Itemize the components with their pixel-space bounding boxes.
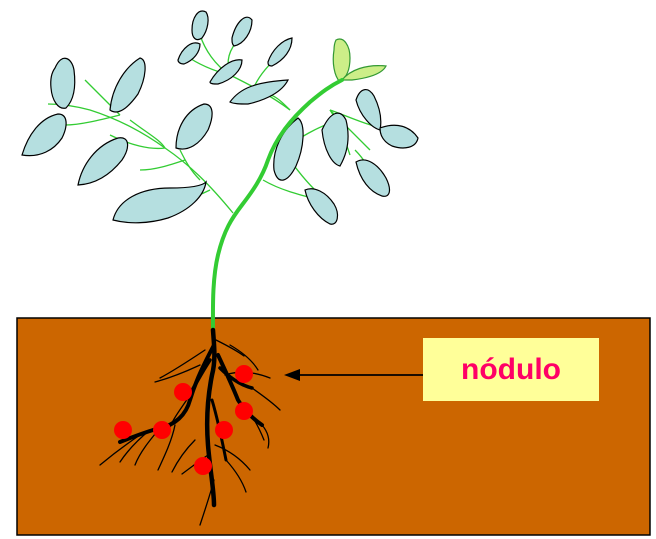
new-leaves xyxy=(333,39,386,82)
leaves xyxy=(22,11,418,224)
nodule-label-box: nódulo xyxy=(423,338,599,401)
nodule xyxy=(114,421,132,439)
nodule-label: nódulo xyxy=(461,353,561,387)
nodule xyxy=(235,365,253,383)
nodule xyxy=(215,421,233,439)
nodule xyxy=(153,421,171,439)
nodule xyxy=(174,383,192,401)
nodule xyxy=(194,457,212,475)
nodule xyxy=(235,402,253,420)
